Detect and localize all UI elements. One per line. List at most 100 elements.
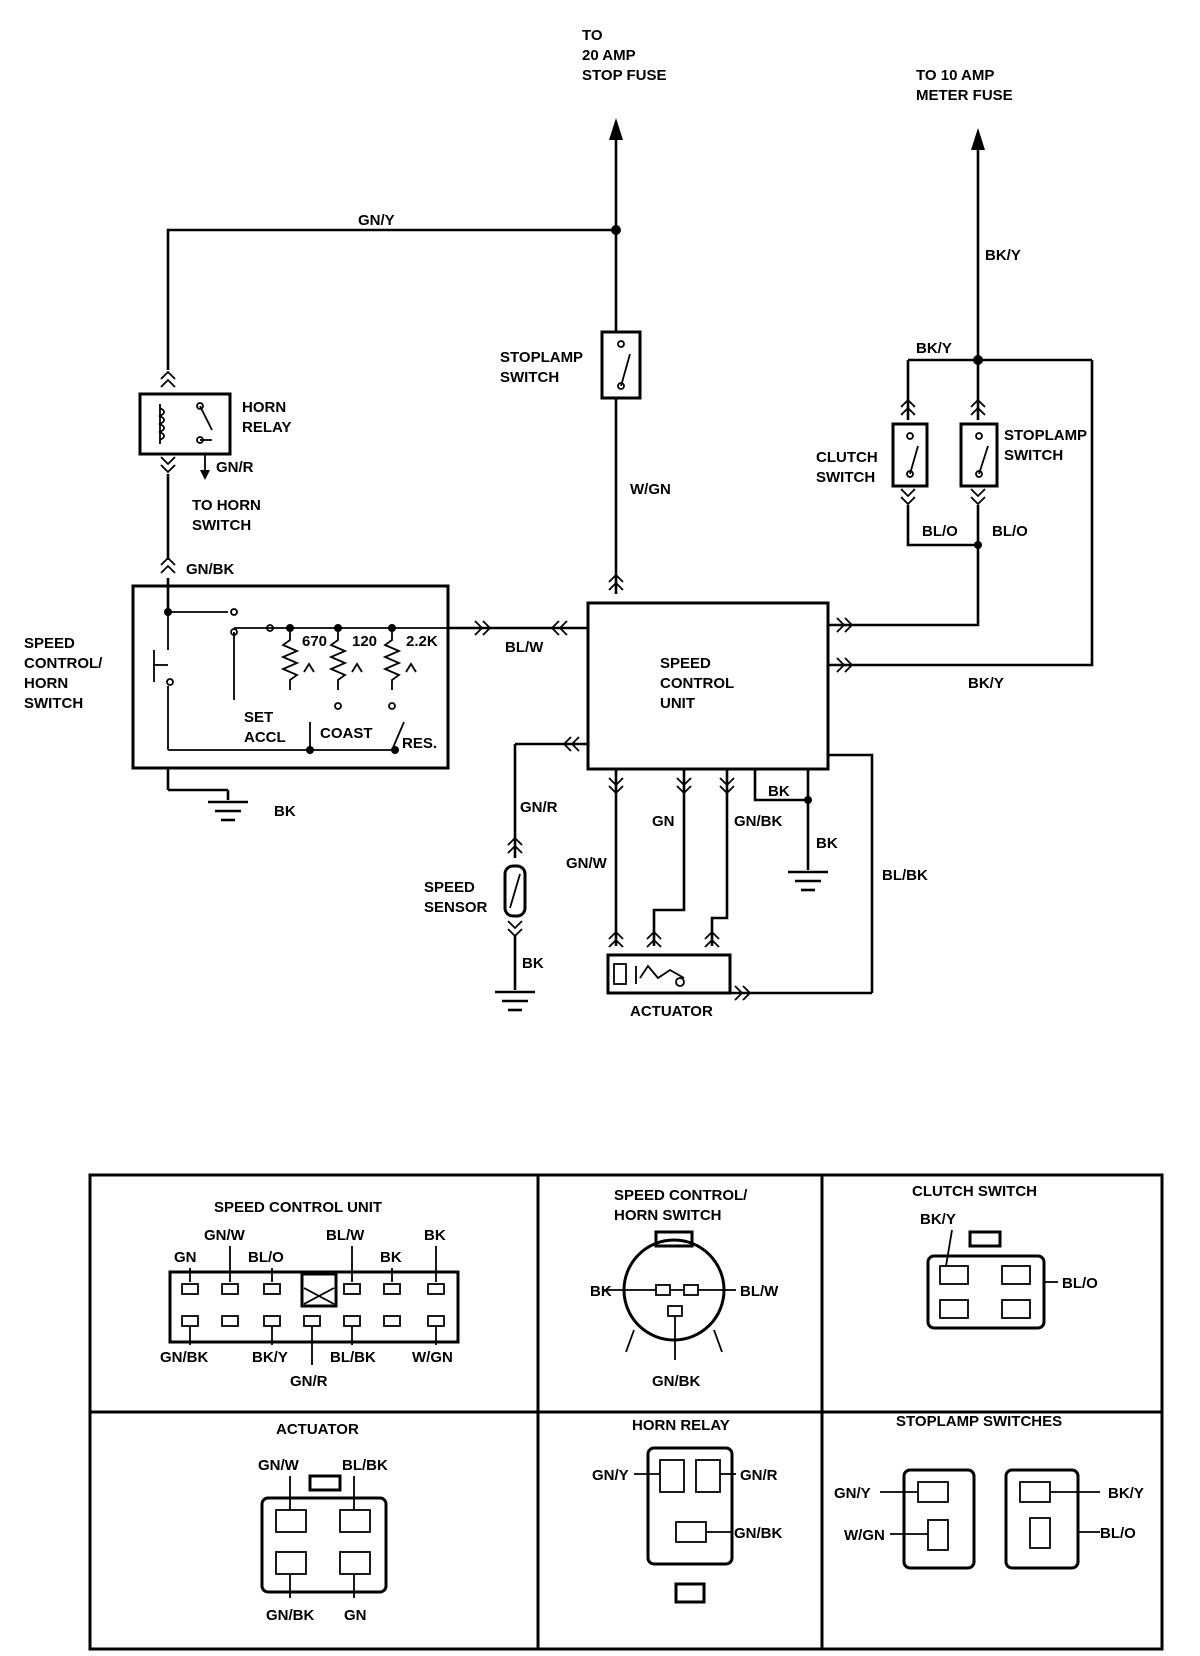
svg-text:STOPLAMP: STOPLAMP (1004, 427, 1087, 444)
svg-text:BK: BK (380, 1249, 402, 1266)
svg-text:ACCL: ACCL (244, 729, 286, 746)
label-gn: GN (652, 813, 675, 830)
label-bk-y-bottom: BK/Y (968, 675, 1004, 692)
svg-text:CONTROL: CONTROL (660, 675, 734, 692)
connector-speed-control-horn-switch: SPEED CONTROL/ HORN SWITCH BK BL/W GN/BK (590, 1187, 779, 1390)
label-gn-w: GN/W (566, 855, 608, 872)
svg-text:W/GN: W/GN (844, 1527, 885, 1544)
wire-bl-w (448, 620, 588, 636)
svg-text:STOPLAMP: STOPLAMP (500, 349, 583, 366)
svg-text:SPEED: SPEED (660, 655, 711, 672)
speed-control-unit (586, 601, 830, 771)
label-gn-y: GN/Y (358, 212, 395, 229)
label-120: 120 (352, 633, 377, 650)
label-2-2k: 2.2K (406, 633, 438, 650)
svg-text:STOPLAMP SWITCHES: STOPLAMP SWITCHES (896, 1413, 1062, 1430)
label-bk-sensor: BK (522, 955, 544, 972)
svg-text:GN: GN (344, 1607, 367, 1624)
label-stoplamp-switch-center: STOPLAMP SWITCH (500, 349, 583, 386)
svg-text:SPEED: SPEED (424, 879, 475, 896)
svg-text:SWITCH: SWITCH (1004, 447, 1063, 464)
svg-text:BK/Y: BK/Y (1108, 1485, 1144, 1502)
stoplamp-switch-center (600, 230, 642, 594)
svg-text:BL/O: BL/O (248, 1249, 284, 1266)
connector-table (88, 1173, 1164, 1651)
svg-text:TO HORN: TO HORN (192, 497, 261, 514)
label-670: 670 (302, 633, 327, 650)
svg-text:GN/BK: GN/BK (266, 1607, 315, 1624)
label-gn-bk-top: GN/BK (186, 561, 235, 578)
stop-fuse-arrow (609, 118, 623, 230)
svg-text:BL/BK: BL/BK (342, 1457, 388, 1474)
label-clutch-switch: CLUTCH SWITCH (816, 449, 878, 486)
svg-text:BL/O: BL/O (1100, 1525, 1136, 1542)
label-actuator: ACTUATOR (630, 1003, 713, 1020)
label-bl-bk: BL/BK (882, 867, 928, 884)
svg-text:HORN: HORN (24, 675, 68, 692)
svg-text:STOP FUSE: STOP FUSE (582, 67, 666, 84)
svg-text:HORN SWITCH: HORN SWITCH (614, 1207, 722, 1224)
svg-text:SWITCH: SWITCH (192, 517, 251, 534)
connector-stoplamp-switches: STOPLAMP SWITCHES GN/Y W/GN BK/Y BL/O (834, 1413, 1144, 1570)
label-bl-o-right: BL/O (992, 523, 1028, 540)
label-res: RES. (402, 735, 437, 752)
svg-text:BL/BK: BL/BK (330, 1349, 376, 1366)
svg-text:SWITCH: SWITCH (24, 695, 83, 712)
svg-text:W/GN: W/GN (412, 1349, 453, 1366)
label-bk-y-junction: BK/Y (916, 340, 952, 357)
svg-text:HORN RELAY: HORN RELAY (632, 1417, 730, 1434)
svg-text:BK/Y: BK/Y (920, 1211, 956, 1228)
connector-horn-relay: HORN RELAY GN/Y GN/R GN/BK (592, 1417, 783, 1604)
svg-text:SENSOR: SENSOR (424, 899, 488, 916)
svg-text:SWITCH: SWITCH (816, 469, 875, 486)
horn-relay (138, 371, 232, 574)
label-coast: COAST (320, 725, 373, 742)
svg-text:GN/W: GN/W (258, 1457, 300, 1474)
label-set-accl: SET ACCL (244, 709, 286, 746)
speed-control-horn-switch (131, 578, 450, 822)
svg-text:GN/BK: GN/BK (734, 1525, 783, 1542)
label-gn-r-horn: GN/R (216, 459, 254, 476)
label-speed-control-horn-switch: SPEED CONTROL/ HORN SWITCH (24, 635, 103, 712)
svg-text:SET: SET (244, 709, 273, 726)
svg-text:GN/R: GN/R (290, 1373, 328, 1390)
unit-ground (753, 769, 830, 892)
svg-text:CLUTCH SWITCH: CLUTCH SWITCH (912, 1183, 1037, 1200)
label-bl-o-left: BL/O (922, 523, 958, 540)
svg-text:CONTROL/: CONTROL/ (24, 655, 103, 672)
svg-text:GN/Y: GN/Y (592, 1467, 629, 1484)
label-speed-sensor: SPEED SENSOR (424, 879, 488, 916)
svg-text:TO 10 AMP: TO 10 AMP (916, 67, 994, 84)
svg-text:RELAY: RELAY (242, 419, 291, 436)
svg-text:BK: BK (424, 1227, 446, 1244)
label-speed-control-unit: SPEED CONTROL UNIT (660, 655, 734, 712)
right-switch-branch (828, 355, 1094, 673)
label-gn-r-sensor: GN/R (520, 799, 558, 816)
svg-text:TO: TO (582, 27, 603, 44)
svg-text:BK/Y: BK/Y (252, 1349, 288, 1366)
label-horn-relay: HORN RELAY (242, 399, 291, 436)
label-bk-mid: BK (768, 783, 790, 800)
connector-clutch-switch: CLUTCH SWITCH BK/Y BL/O (912, 1183, 1098, 1330)
speed-sensor (493, 736, 588, 1012)
svg-text:BK: BK (590, 1283, 612, 1300)
svg-text:SWITCH: SWITCH (500, 369, 559, 386)
label-bk-ground-mid: BK (816, 835, 838, 852)
label-w-gn: W/GN (630, 481, 671, 498)
svg-text:BL/O: BL/O (1062, 1275, 1098, 1292)
svg-text:BL/W: BL/W (740, 1283, 779, 1300)
svg-text:GN/R: GN/R (740, 1467, 778, 1484)
label-to-stop-fuse: TO 20 AMP STOP FUSE (582, 27, 666, 84)
svg-text:BL/W: BL/W (326, 1227, 365, 1244)
svg-text:SPEED CONTROL/: SPEED CONTROL/ (614, 1187, 748, 1204)
actuator-wiring (606, 753, 874, 1001)
svg-text:GN/BK: GN/BK (652, 1373, 701, 1390)
svg-text:GN/Y: GN/Y (834, 1485, 871, 1502)
svg-text:SPEED CONTROL UNIT: SPEED CONTROL UNIT (214, 1199, 382, 1216)
svg-text:CLUTCH: CLUTCH (816, 449, 878, 466)
label-bk-y-meter: BK/Y (985, 247, 1021, 264)
label-bk-ground-left: BK (274, 803, 296, 820)
connector-actuator: ACTUATOR GN/W BL/BK GN/BK GN (258, 1421, 388, 1624)
svg-text:GN/W: GN/W (204, 1227, 246, 1244)
